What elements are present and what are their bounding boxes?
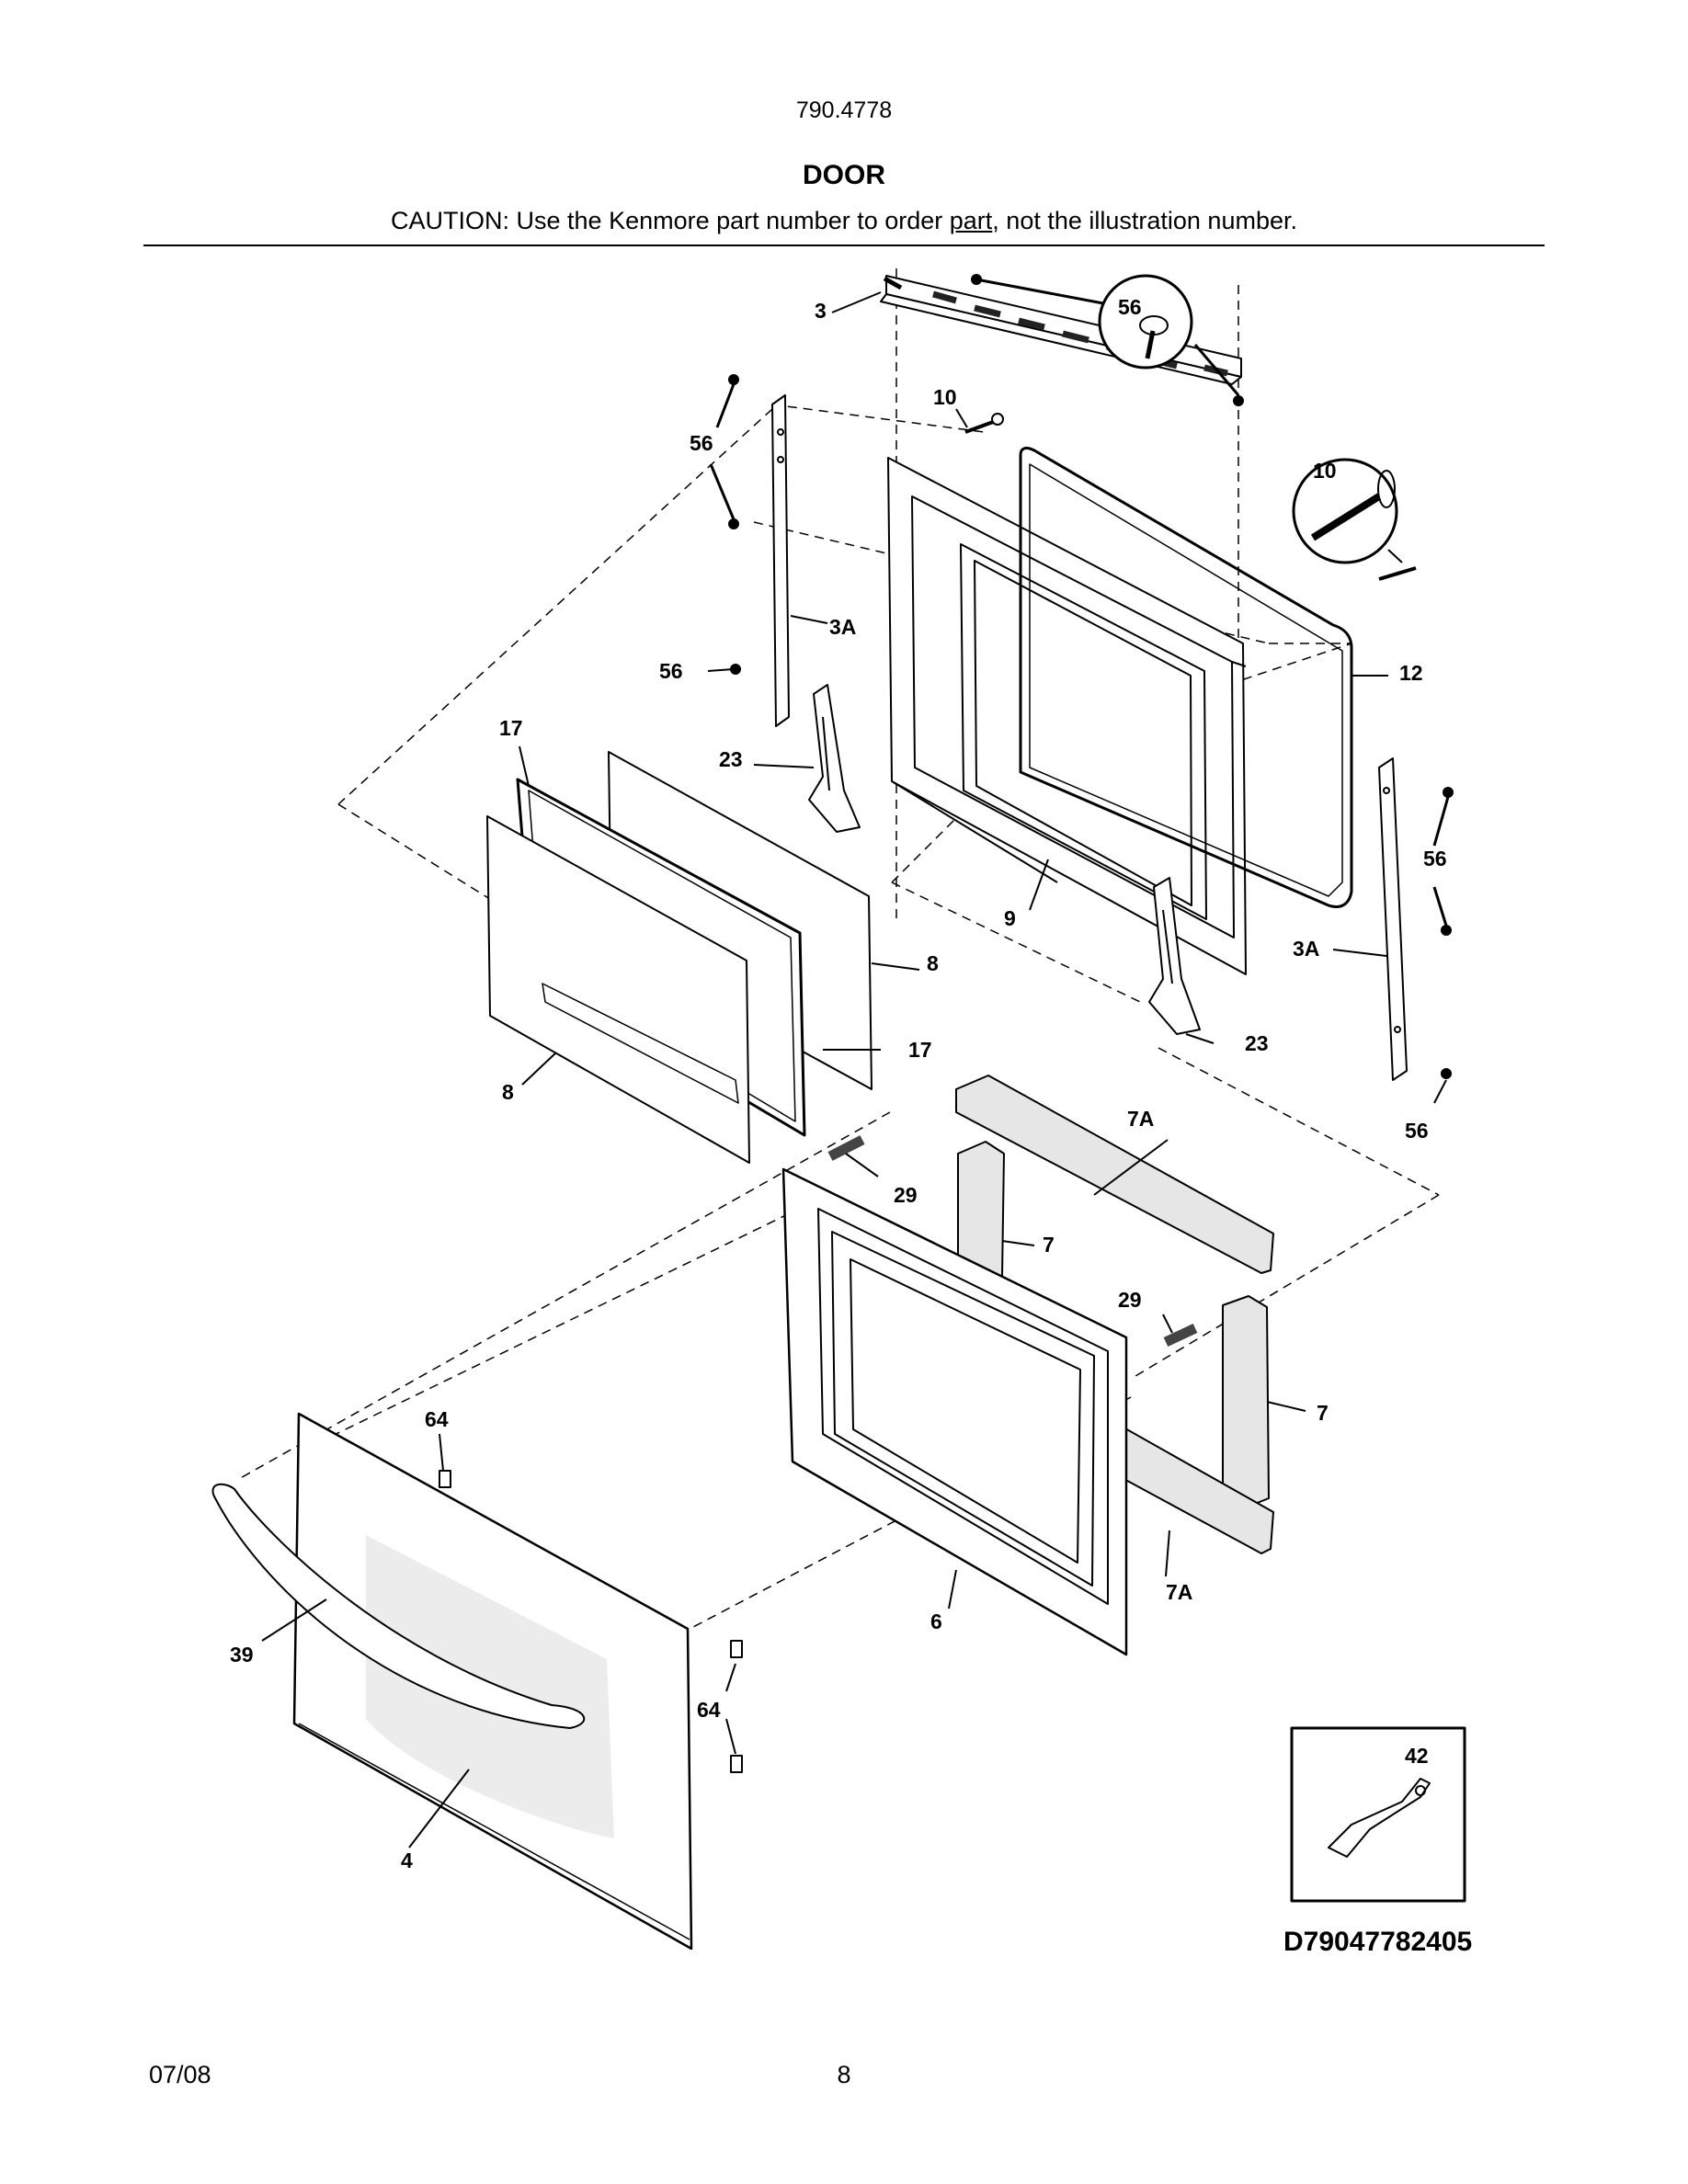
callout-4: 4 xyxy=(401,1848,413,1872)
callout-42: 42 xyxy=(1405,1744,1429,1768)
callout-7a-top: 7A xyxy=(1127,1107,1154,1131)
callout-64-bottom: 64 xyxy=(697,1698,721,1722)
zoom-bolt-10 xyxy=(1292,458,1398,564)
oven-door-gasket-part-12 xyxy=(1019,447,1353,908)
caution-suffix: , not the illustration number. xyxy=(992,207,1297,234)
callout-10: 10 xyxy=(933,385,957,409)
caution-note: CAUTION: Use the Kenmore part number to … xyxy=(0,207,1688,235)
callout-56-top: 56 xyxy=(1118,295,1142,319)
callout-56-left: 56 xyxy=(690,431,713,455)
inner-liner-part-9 xyxy=(887,457,1247,975)
callout-3: 3 xyxy=(815,299,827,323)
bumper-part-64-bottom-1 xyxy=(730,1640,743,1658)
door-handle-part-39 xyxy=(211,1483,586,1729)
insulation-part-7-right xyxy=(1222,1295,1270,1510)
inset-box-part-42 xyxy=(1290,1726,1466,1903)
spacer-part-29-left xyxy=(827,1135,865,1161)
callout-56-bottom: 56 xyxy=(1405,1119,1429,1143)
callout-9: 9 xyxy=(1004,906,1016,930)
hinge-part-23-left xyxy=(808,684,861,833)
caution-part-link: part xyxy=(949,207,993,234)
callout-29-left: 29 xyxy=(894,1183,918,1207)
callout-8-right: 8 xyxy=(927,951,939,975)
side-bracket-part-3a-right xyxy=(1378,757,1408,1081)
callout-23-left: 23 xyxy=(719,747,743,771)
callout-7a-bottom: 7A xyxy=(1166,1580,1192,1604)
bumper-part-64-bottom-2 xyxy=(730,1755,743,1773)
callout-3a-right: 3A xyxy=(1293,937,1319,961)
hinge-part-23-right xyxy=(1148,877,1201,1035)
callout-17-bottom: 17 xyxy=(908,1038,932,1062)
leader-lines xyxy=(261,291,1447,1848)
spacer-part-29-right xyxy=(1163,1324,1198,1347)
bumper-part-64-top xyxy=(439,1470,451,1488)
callout-17-top: 17 xyxy=(499,716,523,740)
diagram-code: D79047782405 xyxy=(1283,1927,1473,1957)
zoom-screw-56 xyxy=(1098,274,1193,370)
callout-7-right: 7 xyxy=(1317,1401,1329,1425)
caution-prefix: CAUTION: Use the Kenmore part number to … xyxy=(391,207,950,234)
insulation-part-7a-top xyxy=(955,1075,1274,1274)
callout-3a-left: 3A xyxy=(829,615,856,639)
side-bracket-part-3a-left xyxy=(771,394,790,727)
inner-door-panel-part-6 xyxy=(781,1167,1128,1656)
model-number: 790.4778 xyxy=(795,97,893,123)
section-title: DOOR xyxy=(803,160,885,190)
page-number: 8 xyxy=(837,2061,851,2088)
glass-panel-part-8-front xyxy=(486,815,750,1164)
callout-7-left: 7 xyxy=(1043,1233,1055,1257)
callout-8-left: 8 xyxy=(502,1080,514,1104)
callout-23-right: 23 xyxy=(1245,1031,1269,1055)
callout-39: 39 xyxy=(230,1643,254,1666)
callout-56-mid: 56 xyxy=(659,659,683,683)
callout-56-right: 56 xyxy=(1423,847,1447,870)
outer-door-panel-part-4 xyxy=(292,1412,693,1951)
callout-64-top: 64 xyxy=(425,1407,449,1431)
callout-10-zoom: 10 xyxy=(1313,459,1337,483)
callout-12: 12 xyxy=(1399,661,1423,685)
callout-29-right: 29 xyxy=(1118,1288,1142,1312)
callout-6: 6 xyxy=(930,1610,942,1633)
header-rule xyxy=(143,245,1545,246)
footer-date: 07/08 xyxy=(149,2061,211,2088)
